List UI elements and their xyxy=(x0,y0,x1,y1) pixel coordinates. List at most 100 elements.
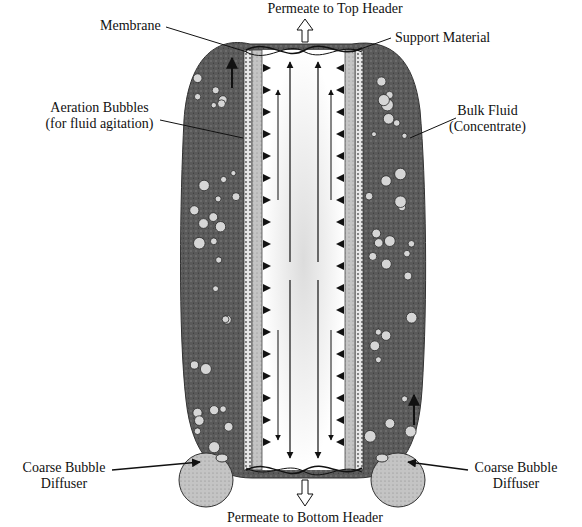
label-box: Bulk Fluid (Concentrate) xyxy=(440,103,535,135)
bubble xyxy=(220,406,227,413)
permeate-flow-head xyxy=(263,306,271,314)
leader-line xyxy=(112,462,200,470)
bubble xyxy=(395,168,407,180)
bubble xyxy=(194,428,201,435)
bubble xyxy=(231,171,236,176)
part-label: Support Material xyxy=(395,30,490,45)
permeate-flow-head xyxy=(263,394,271,402)
part-label: Coarse Bubble Diffuser xyxy=(23,460,106,491)
leader-line xyxy=(166,27,247,52)
support-twist xyxy=(246,468,362,475)
label-box: Aeration Bubbles (for fluid agitation) xyxy=(42,100,157,132)
fluid-flow-arrow xyxy=(231,58,233,88)
bubble xyxy=(381,176,391,186)
permeate-flow-head xyxy=(263,372,271,380)
bubble xyxy=(190,361,198,369)
lumen xyxy=(262,50,345,470)
permeate-flow-head xyxy=(263,152,271,160)
bubble xyxy=(194,237,206,249)
permeate-flow-down xyxy=(278,330,279,440)
bubble xyxy=(199,180,210,191)
fluid-flow-arrow xyxy=(413,395,415,425)
bubble xyxy=(385,419,395,429)
bubble xyxy=(405,426,416,437)
bubble xyxy=(393,120,400,127)
permeate-flow-head xyxy=(263,108,271,116)
label-box: Permeate to Top Header xyxy=(235,1,435,17)
permeate-flow-head xyxy=(263,64,271,72)
permeate-flow-head xyxy=(263,174,271,182)
bubble xyxy=(210,238,217,245)
bubble xyxy=(402,133,407,138)
bubble xyxy=(404,272,412,280)
bubble xyxy=(215,196,221,202)
leader-line xyxy=(408,462,468,470)
bubble xyxy=(364,430,376,442)
permeate-flow-head xyxy=(336,284,344,292)
bubble xyxy=(374,239,383,248)
bubble xyxy=(221,176,227,182)
permeate-flow-head xyxy=(336,262,344,270)
bubble xyxy=(381,259,391,269)
bubble xyxy=(223,315,232,324)
support-layer xyxy=(345,50,355,470)
header-label: Permeate to Top Header xyxy=(267,1,402,16)
permeate-flow-head xyxy=(263,196,271,204)
permeate-flow-head xyxy=(336,438,344,446)
permeate-flow-down xyxy=(289,280,290,458)
bubble xyxy=(195,416,205,426)
permeate-flow-head xyxy=(263,262,271,270)
bubble xyxy=(210,406,219,415)
label-box: Permeate to Bottom Header xyxy=(200,510,410,526)
bubble xyxy=(216,257,222,263)
part-label: Aeration Bubbles (for fluid agitation) xyxy=(45,100,153,131)
bubble xyxy=(381,331,391,341)
bubble xyxy=(215,222,225,232)
bubble xyxy=(370,341,380,351)
permeate-flow-head xyxy=(336,394,344,402)
diffuser-bubble xyxy=(376,454,388,462)
permeate-flow-head xyxy=(263,328,271,336)
bubble xyxy=(383,114,394,125)
bubble xyxy=(190,206,199,215)
label-box: Coarse Bubble Diffuser xyxy=(14,460,114,492)
label-box: Coarse Bubble Diffuser xyxy=(466,460,566,492)
bubble xyxy=(395,196,407,208)
bubble xyxy=(375,329,381,335)
leader-line xyxy=(352,38,391,52)
bubble xyxy=(384,236,395,247)
bubble xyxy=(365,192,373,200)
bubble xyxy=(218,100,226,108)
permeate-flow-up xyxy=(278,90,279,200)
bubble xyxy=(213,286,219,292)
permeate-flow-head xyxy=(336,350,344,358)
part-label: Bulk Fluid (Concentrate) xyxy=(449,103,526,134)
permeate-flow-head xyxy=(336,240,344,248)
permeate-flow-head xyxy=(336,108,344,116)
bubble xyxy=(209,442,220,453)
permeate-flow-head xyxy=(336,328,344,336)
permeate-flow-head xyxy=(263,284,271,292)
permeate-flow-head xyxy=(263,130,271,138)
bubble xyxy=(377,77,386,86)
permeate-flow-head xyxy=(336,174,344,182)
bubble xyxy=(199,219,209,229)
bubble xyxy=(212,87,219,94)
support-twist xyxy=(246,49,362,56)
membrane-layer xyxy=(244,50,252,470)
label-box: Membrane xyxy=(100,18,180,34)
bubble xyxy=(200,364,211,375)
permeate-flow-head xyxy=(263,438,271,446)
bubble xyxy=(378,95,389,106)
permeate-flow-head xyxy=(263,416,271,424)
permeate-flow-head xyxy=(336,306,344,314)
support-layer xyxy=(252,50,262,470)
bubble xyxy=(222,316,229,323)
bubble xyxy=(209,213,218,222)
membrane-layer xyxy=(355,50,363,470)
bubble xyxy=(232,193,240,201)
permeate-flow-up xyxy=(317,62,318,262)
permeate-out-arrow xyxy=(297,480,313,506)
permeate-flow-head xyxy=(336,218,344,226)
